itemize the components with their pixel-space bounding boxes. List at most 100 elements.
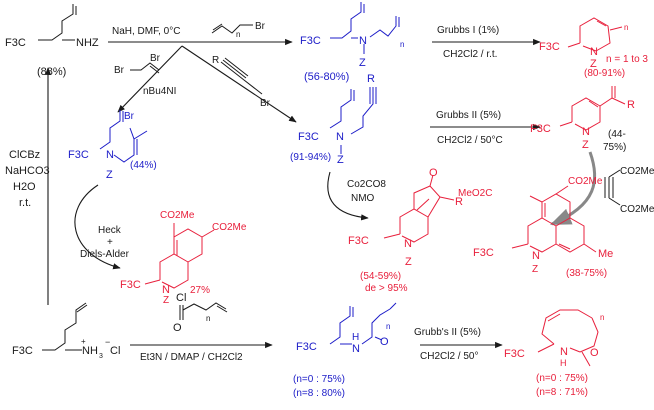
alkylation-conditions: NaH, DMF, 0°C (112, 26, 180, 37)
bromodiene-br: Br (124, 111, 135, 122)
diene-ring-z: Z (582, 139, 589, 151)
allyl-bromide-br: Br (255, 21, 266, 32)
allyl-bromide-n: n (236, 30, 240, 39)
diels-alder-label: Diels-Alder (80, 249, 130, 260)
acylation-conditions: Et3N / DMAP / CH2Cl2 (140, 352, 243, 363)
pk-reagent-1: Co2CO8 (347, 179, 386, 190)
amine-nh3-subscript: 3 (99, 353, 103, 360)
thp-n-sub: n (624, 23, 628, 32)
dibromopropene-reagent: Br Br (114, 53, 161, 76)
amide-yield-2: (n=8 : 80%) (293, 388, 345, 399)
thp-n: N (590, 46, 598, 58)
diene-ring-yield-2: 75%) (603, 142, 626, 153)
pk-z: Z (405, 256, 412, 268)
diene-top-f3c: F3C (300, 35, 321, 47)
diene-top-yield: (56-80%) (304, 71, 349, 83)
diene-top-n: N (359, 35, 367, 47)
bromodiene-structure: F3C N Z Br (44%) (68, 110, 157, 181)
da-me: Me (598, 248, 613, 260)
tetrahydropyridine-structure: F3C N Z n n = 1 to 3 (80-91%) (539, 17, 648, 79)
diene-top-z: Z (359, 57, 366, 69)
enyne-z: Z (337, 154, 344, 166)
bromodiene-n: N (106, 149, 114, 161)
thp-yield: (80-91%) (584, 68, 625, 79)
propargyl-br: Br (260, 98, 271, 109)
amide-o: O (380, 336, 389, 348)
da-f3c: F3C (473, 247, 494, 259)
da-yield: (38-75%) (566, 268, 607, 279)
pk-de: de > 95% (365, 283, 408, 294)
enyne-rcm-catalyst: Grubbs II (5%) (436, 110, 501, 121)
acyl-cl: Cl (176, 292, 186, 304)
lactam-n: N (560, 346, 568, 358)
heck-ester-2: CO2Me (212, 222, 247, 233)
heck-da-arrow (74, 184, 121, 270)
diene-ring-f3c: F3C (530, 123, 551, 135)
chloride-label: Cl (110, 345, 120, 357)
heck-ester-1: CO2Me (160, 210, 195, 221)
heck-plus: + (107, 237, 113, 248)
carbamate-f3c-label: F3C (5, 37, 26, 49)
da-product-structure: MeO2C CO2Me Me F3C N Z (38-75%) (458, 176, 613, 279)
pk-f3c: F3C (348, 235, 369, 247)
amine-positive-charge: + (81, 337, 86, 346)
thp-z: Z (590, 58, 597, 70)
heck-product-structure: CO2Me CO2Me F3C N Z 27% (120, 210, 247, 306)
thp-n-range: n = 1 to 3 (606, 54, 648, 65)
pk-product-structure: O R F3C N Z (54-59%) de > 95% (348, 167, 463, 294)
protection-reagent-1: ClCBz (9, 149, 40, 161)
pk-n: N (404, 238, 412, 250)
propargyl-bromide-reagent: R Br (212, 55, 271, 109)
da-n: N (532, 250, 540, 262)
chloride-charge: − (105, 337, 110, 347)
diene-top-n-sub: n (400, 40, 404, 49)
protection-conditions: ClCBz NaHCO3 H2O r.t. (5, 149, 50, 209)
lactam-n-sub: n (600, 313, 604, 322)
rcm1-catalyst: Grubbs I (1%) (437, 25, 499, 36)
alkylation-arrow-propargyl (181, 45, 297, 123)
lactam-f3c: F3C (504, 348, 525, 360)
rcm1-solvent: CH2Cl2 / r.t. (443, 49, 497, 60)
diene-top-structure: F3C N Z n (56-80%) (300, 2, 404, 83)
enyne-f3c: F3C (298, 131, 319, 143)
da-ester-2: CO2Me (568, 176, 603, 187)
heck-f3c: F3C (120, 279, 141, 291)
dmad-ester-top: CO2Me (620, 166, 654, 177)
allyl-bromide-reagent: Br n (211, 21, 266, 39)
lactam-structure: F3C N H O n (n=0 : 75%) (n=8 : 71%) (504, 309, 604, 398)
amide-n: N (352, 343, 360, 355)
amine-salt-structure: F3C NH 3 + Cl − (12, 302, 120, 360)
dibromo-br-left: Br (114, 65, 125, 76)
nbu4ni-label: nBu4NI (143, 86, 176, 97)
protection-reagent-4: r.t. (19, 197, 31, 209)
lactam-h: H (560, 358, 567, 368)
heck-yield: 27% (190, 285, 210, 296)
enyne-r: R (367, 73, 375, 85)
amide-h: H (352, 332, 359, 343)
amide-n-sub: n (386, 322, 390, 331)
lactam-rcm-catalyst: Grubb's II (5%) (414, 327, 481, 338)
amine-nh3-label: NH (82, 345, 98, 357)
protection-reagent-2: NaHCO3 (5, 165, 50, 177)
amide-structure: F3C H N O n (n=0 : 75%) (n=8 : 80%) (293, 302, 397, 399)
lactam-o: O (590, 347, 599, 359)
acyl-chloride-reagent: Cl O n (173, 292, 228, 334)
enyne-structure: F3C N Z R (91-94%) (290, 73, 377, 166)
pk-r: R (455, 196, 463, 208)
amide-yield-1: (n=0 : 75%) (293, 374, 345, 385)
acyl-o: O (173, 322, 182, 334)
pk-yield: (54-59%) (360, 271, 401, 282)
da-z: Z (532, 264, 538, 275)
carbamate-yield: (88%) (37, 66, 66, 78)
pauson-khand-arrow (327, 171, 369, 221)
heck-z: Z (163, 295, 169, 306)
acyl-n: n (206, 314, 210, 323)
carbamate-structure: F3C NHZ (88%) (5, 4, 99, 78)
bromodiene-z: Z (106, 169, 113, 181)
da-ester-1: MeO2C (458, 188, 492, 199)
diene-ring-r: R (627, 99, 635, 111)
bromodiene-f3c: F3C (68, 149, 89, 161)
carbamate-nhz-label: NHZ (76, 37, 99, 49)
amide-f3c: F3C (296, 341, 317, 353)
